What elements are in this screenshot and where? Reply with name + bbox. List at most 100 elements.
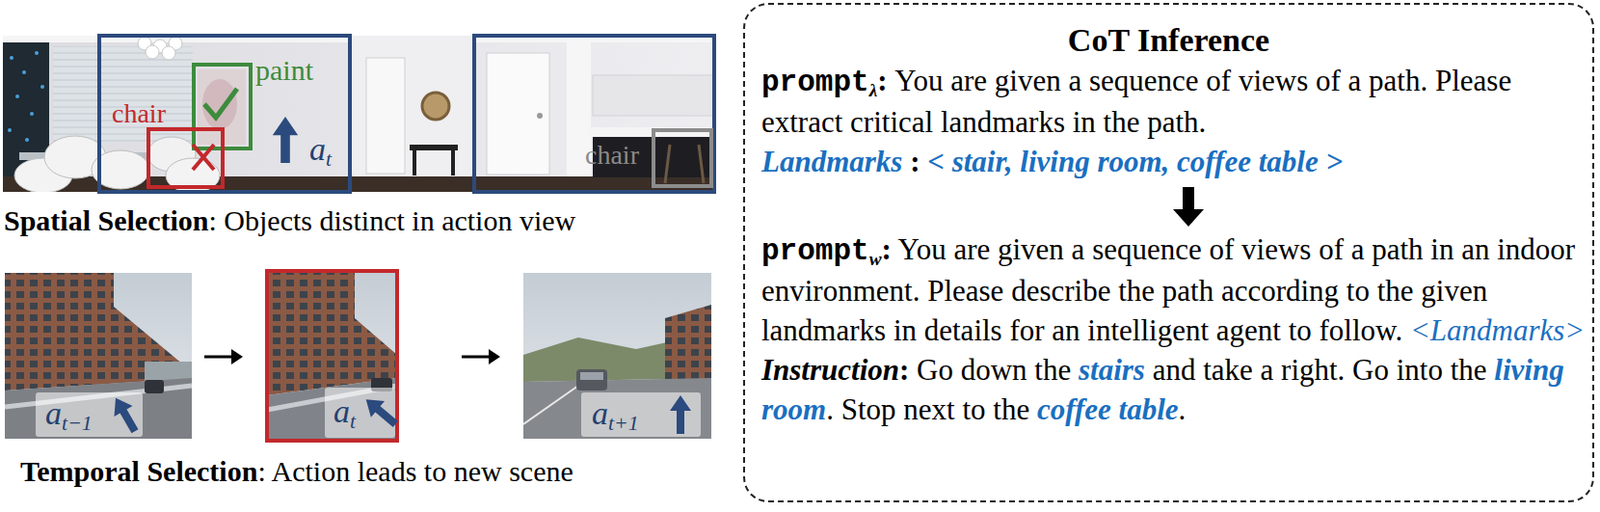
prompt-text: : — [877, 63, 887, 98]
illustration-rect — [351, 35, 475, 177]
illustration-rect — [366, 57, 405, 174]
sequence-arrowhead — [488, 348, 501, 365]
illustration-rect — [412, 150, 417, 176]
illustration-polygon — [523, 377, 712, 439]
prompt-text: You are given a sequence of views of a p… — [761, 63, 1512, 139]
prompt-text: Go down the — [916, 352, 1071, 387]
sequence-arrowhead — [231, 348, 243, 365]
action-label: a — [45, 395, 62, 431]
action-subscript: t — [325, 147, 332, 171]
action-arrow — [669, 395, 692, 434]
illustration-rect — [144, 361, 192, 381]
illustration-circle — [161, 46, 176, 60]
caption-heading: Temporal Selection — [20, 454, 258, 487]
action-arrow — [359, 391, 403, 433]
illustration-circle — [40, 84, 45, 89]
prompt-text: <Landmarks> — [1410, 313, 1585, 347]
action-subscript: t−1 — [61, 411, 93, 435]
text-paragraph: Instruction: Go down the stairs and take… — [761, 349, 1593, 429]
prompt-text: and take a right. Go into the — [1152, 352, 1488, 387]
prompt-text: coffee table — [1037, 392, 1179, 427]
prompt-text: w — [869, 248, 882, 269]
illustration-circle — [34, 51, 39, 55]
illustration-polygon — [4, 377, 192, 439]
sequence-arrow — [461, 355, 491, 359]
label-group: paint — [255, 55, 314, 85]
illustration-rect — [580, 372, 604, 380]
action-subscript: t — [349, 409, 356, 433]
illustration-circle — [15, 94, 20, 99]
label-group: Temporal Selection: Action leads to new … — [20, 456, 574, 486]
prompt-text: < stair, living room, coffee table > — [927, 144, 1343, 179]
object-label: chair — [111, 98, 166, 129]
text-paragraph: promptw: You are given a sequence of vie… — [761, 229, 1593, 350]
prompt-text: stairs — [1078, 352, 1146, 387]
street-photo — [4, 272, 192, 439]
label-group: chair — [111, 100, 166, 128]
rejected-box — [148, 129, 223, 187]
illustration-rect — [4, 272, 192, 439]
illustration-rect — [486, 53, 550, 175]
prompt-block: promptλ: You are given a sequence of vie… — [761, 60, 1593, 182]
label-group: at−1 — [45, 397, 93, 435]
check-mark — [204, 88, 238, 118]
prompt-block: promptw: You are given a sequence of vie… — [761, 229, 1593, 429]
illustration-circle — [145, 45, 160, 59]
illustration-circle — [7, 128, 12, 133]
caption-text: : Objects distinct in action view — [209, 204, 577, 237]
label-group: chair — [585, 141, 640, 169]
sequence-arrow — [204, 355, 234, 359]
prompt-text: λ — [869, 80, 879, 101]
object-box — [653, 130, 712, 187]
caption-text: : Action leads to new scene — [257, 454, 573, 487]
illustration-circle — [422, 92, 450, 120]
prompt-text: prompt — [761, 65, 870, 100]
label-group: at — [309, 133, 332, 171]
label-backdrop — [581, 392, 701, 437]
illustration-rect — [2, 35, 715, 192]
illustration-circle — [22, 70, 27, 75]
illustration-rect — [144, 379, 164, 394]
selected-frame — [266, 270, 398, 441]
prompt-text: : — [899, 352, 909, 387]
action-arrow — [272, 116, 298, 163]
action-subscript: t+1 — [608, 411, 640, 435]
label-group: at — [333, 395, 356, 433]
illustration-rect — [523, 272, 712, 439]
label-group: at+1 — [591, 397, 640, 435]
illustration-rect — [576, 369, 608, 391]
prompt-text: . — [1178, 392, 1187, 427]
street-photo — [266, 270, 398, 441]
prompt-text: prompt — [761, 234, 870, 268]
illustration-circle — [536, 112, 543, 119]
illustration-rect — [266, 270, 398, 441]
view-frame — [99, 35, 350, 192]
illustration-polygon — [266, 270, 398, 396]
caption-heading: Spatial Selection — [3, 204, 210, 237]
illustration-circle — [9, 55, 14, 60]
prompt-text: Landmarks — [761, 144, 903, 179]
action-label: a — [333, 393, 350, 429]
illustration-rect — [592, 75, 715, 116]
panorama-photo — [2, 35, 715, 192]
object-label: chair — [585, 139, 640, 170]
prompt-text: : — [880, 232, 891, 267]
flow-arrow — [1173, 186, 1204, 227]
cot-panel: CoT Inferencepromptλ: You are given a se… — [743, 2, 1595, 503]
object-label: paint — [255, 53, 314, 86]
illustration-polygon — [665, 304, 712, 386]
action-label: a — [591, 395, 609, 431]
prompt-text: Instruction — [761, 352, 900, 387]
illustration-line — [698, 144, 704, 184]
text-paragraph: Landmarks : < stair, living room, coffee… — [761, 141, 1593, 182]
illustration-ellipse — [202, 79, 238, 130]
illustration-rect — [409, 144, 458, 151]
prompt-text: : — [909, 144, 920, 179]
cross-mark — [192, 144, 214, 170]
prompt-text: . Stop next to the — [826, 392, 1030, 427]
illustration-line — [665, 144, 670, 184]
label-group: Spatial Selection: Objects distinct in a… — [3, 206, 576, 236]
illustration-circle — [25, 137, 29, 142]
street-photo — [523, 272, 712, 439]
